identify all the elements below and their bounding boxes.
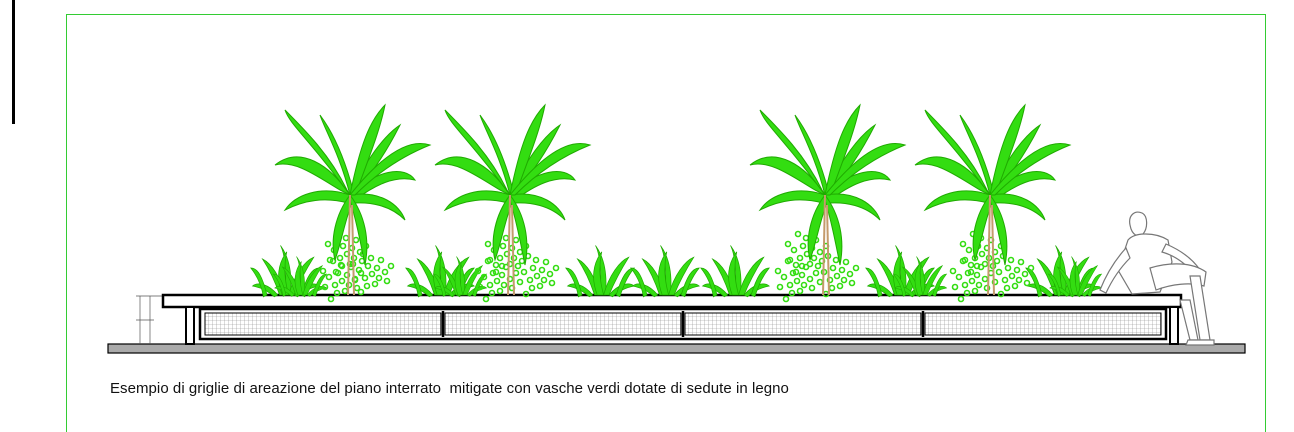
seat-slab	[161, 293, 1183, 309]
drawing-caption: Esempio di griglie di areazione del pian…	[110, 380, 789, 397]
shrub-icon	[700, 245, 770, 298]
dimension-marks	[136, 295, 162, 344]
support-right	[1169, 306, 1179, 345]
seated-person-icon	[1099, 211, 1215, 346]
drawing-frame	[66, 14, 1266, 432]
support-left	[185, 306, 195, 345]
shrub-icon	[630, 245, 700, 298]
shrub-icon	[565, 245, 635, 298]
left-border-mark	[12, 0, 15, 124]
ventilation-grate-panels	[204, 311, 1162, 337]
ground-slab	[107, 343, 1246, 354]
